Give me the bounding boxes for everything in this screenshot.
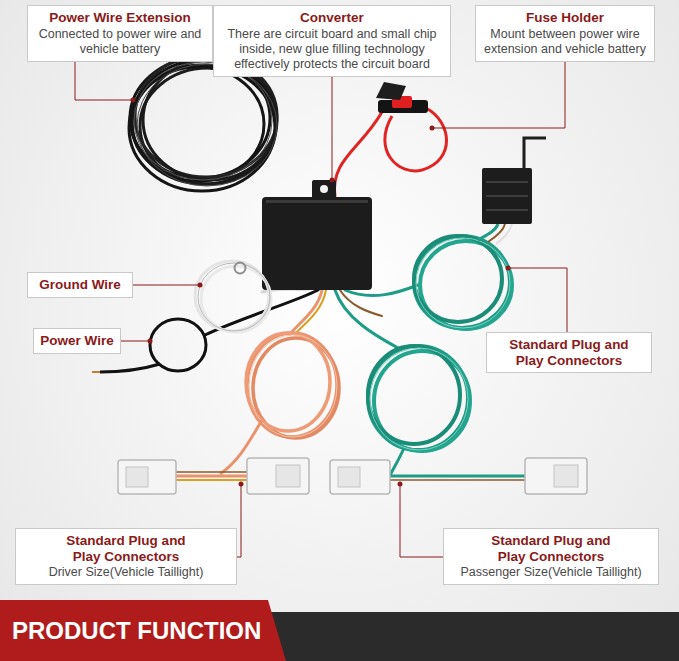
callout-title: Fuse Holder <box>482 10 648 26</box>
callout-title: Ground Wire <box>34 277 126 293</box>
driver-harness <box>118 333 339 494</box>
converter-edge <box>266 200 368 203</box>
callout-title: Power Wire <box>40 333 114 349</box>
fuse-wire <box>385 108 447 171</box>
leader-dot <box>430 126 435 131</box>
coil-highlight <box>198 263 270 331</box>
leader-line <box>121 341 150 342</box>
wire-tip <box>92 371 100 373</box>
green-wire <box>390 475 525 478</box>
coil-highlight <box>370 348 468 450</box>
leader-line <box>332 70 333 180</box>
leader-lines <box>75 57 567 557</box>
callout-box: Power Wire ExtensionConnected to power w… <box>27 5 213 62</box>
leader-dot <box>398 482 403 487</box>
coil-loop <box>201 266 271 332</box>
ground-coil <box>195 261 271 332</box>
callout-box: Standard Plug and Play Connectors <box>486 332 652 373</box>
connector-latch <box>338 467 360 487</box>
connector-latch <box>276 465 300 487</box>
coil-loop <box>246 333 330 431</box>
fuse-wire <box>334 112 382 197</box>
brown-wire <box>176 471 247 473</box>
taillight-connector <box>247 458 309 494</box>
callout-box: Power Wire <box>33 328 121 354</box>
callout-description: Passenger Size(Vehicle Taillight) <box>450 565 652 580</box>
fuse-holder <box>334 82 446 197</box>
callout-box: Fuse HolderMount between power wire exte… <box>475 5 655 62</box>
coil-highlight <box>137 64 277 186</box>
yellow-wire <box>295 290 326 334</box>
wire-tail <box>100 364 160 372</box>
mount-hole <box>320 185 328 193</box>
orange-wire <box>176 475 247 478</box>
callout-box: Standard Plug and Play ConnectorsDriver … <box>15 528 237 585</box>
plug-strap <box>524 138 546 168</box>
taillight-connector <box>525 458 587 494</box>
coil-loop <box>368 346 468 450</box>
callout-description: Driver Size(Vehicle Taillight) <box>22 565 230 580</box>
converter-body <box>262 197 372 290</box>
callout-box: Standard Plug and Play ConnectorsPasseng… <box>443 528 659 585</box>
connector-latch <box>126 467 148 487</box>
callout-box: Ground Wire <box>27 272 133 298</box>
leader-line <box>237 484 241 557</box>
callout-title: Standard Plug and Play Connectors <box>61 533 191 564</box>
callout-title: PRODUCT FUNCTION <box>0 600 286 661</box>
leader-line <box>400 484 443 557</box>
coil-highlight <box>416 238 510 328</box>
fuse-cap <box>376 82 406 100</box>
white-wire <box>496 224 512 244</box>
callout-description: Connected to power wire and vehicle batt… <box>34 27 206 57</box>
coil-loop <box>195 261 269 331</box>
yellow-wire <box>176 479 247 481</box>
leader-dot <box>148 339 153 344</box>
callout-box: ConverterThere are circuit board and sma… <box>213 5 451 77</box>
callout-description: Mount between power wire extension and v… <box>482 27 648 57</box>
leader-dot <box>506 266 511 271</box>
brown-wire <box>390 479 525 481</box>
leader-dot <box>131 98 136 103</box>
leader-dot <box>330 178 335 183</box>
four-way-harness <box>414 138 546 329</box>
coil-loop <box>414 236 502 322</box>
coil-highlight <box>134 62 272 180</box>
four-way-plug <box>482 168 532 224</box>
brown-wire <box>340 290 382 316</box>
callout-title: Standard Plug and Play Connectors <box>486 533 616 564</box>
green-wire <box>335 290 398 348</box>
converter-box <box>262 180 372 290</box>
taillight-connector <box>330 460 390 494</box>
coil-loop <box>129 65 275 191</box>
callout-title: Converter <box>220 10 444 26</box>
leader-dot <box>198 283 203 288</box>
green-wire <box>390 448 404 476</box>
ring-terminal <box>235 263 246 274</box>
coil-loop <box>132 60 276 184</box>
leader-dot <box>239 482 244 487</box>
callout-description: There are circuit board and small chip i… <box>220 27 444 72</box>
callout-title: Standard Plug and Play Connectors <box>504 337 634 368</box>
leader-line <box>508 268 567 334</box>
leader-line <box>432 57 565 128</box>
coil-loop <box>368 346 460 444</box>
connector-latch <box>554 465 578 487</box>
taillight-connector <box>118 460 176 494</box>
callout-title: Power Wire Extension <box>34 10 206 26</box>
banner-fill <box>0 600 286 661</box>
section-banner: PRODUCT FUNCTION <box>0 600 286 661</box>
plug-ribs <box>486 182 528 210</box>
leader-dots <box>131 98 511 487</box>
leader-line <box>133 285 200 286</box>
leader-line <box>75 57 133 100</box>
